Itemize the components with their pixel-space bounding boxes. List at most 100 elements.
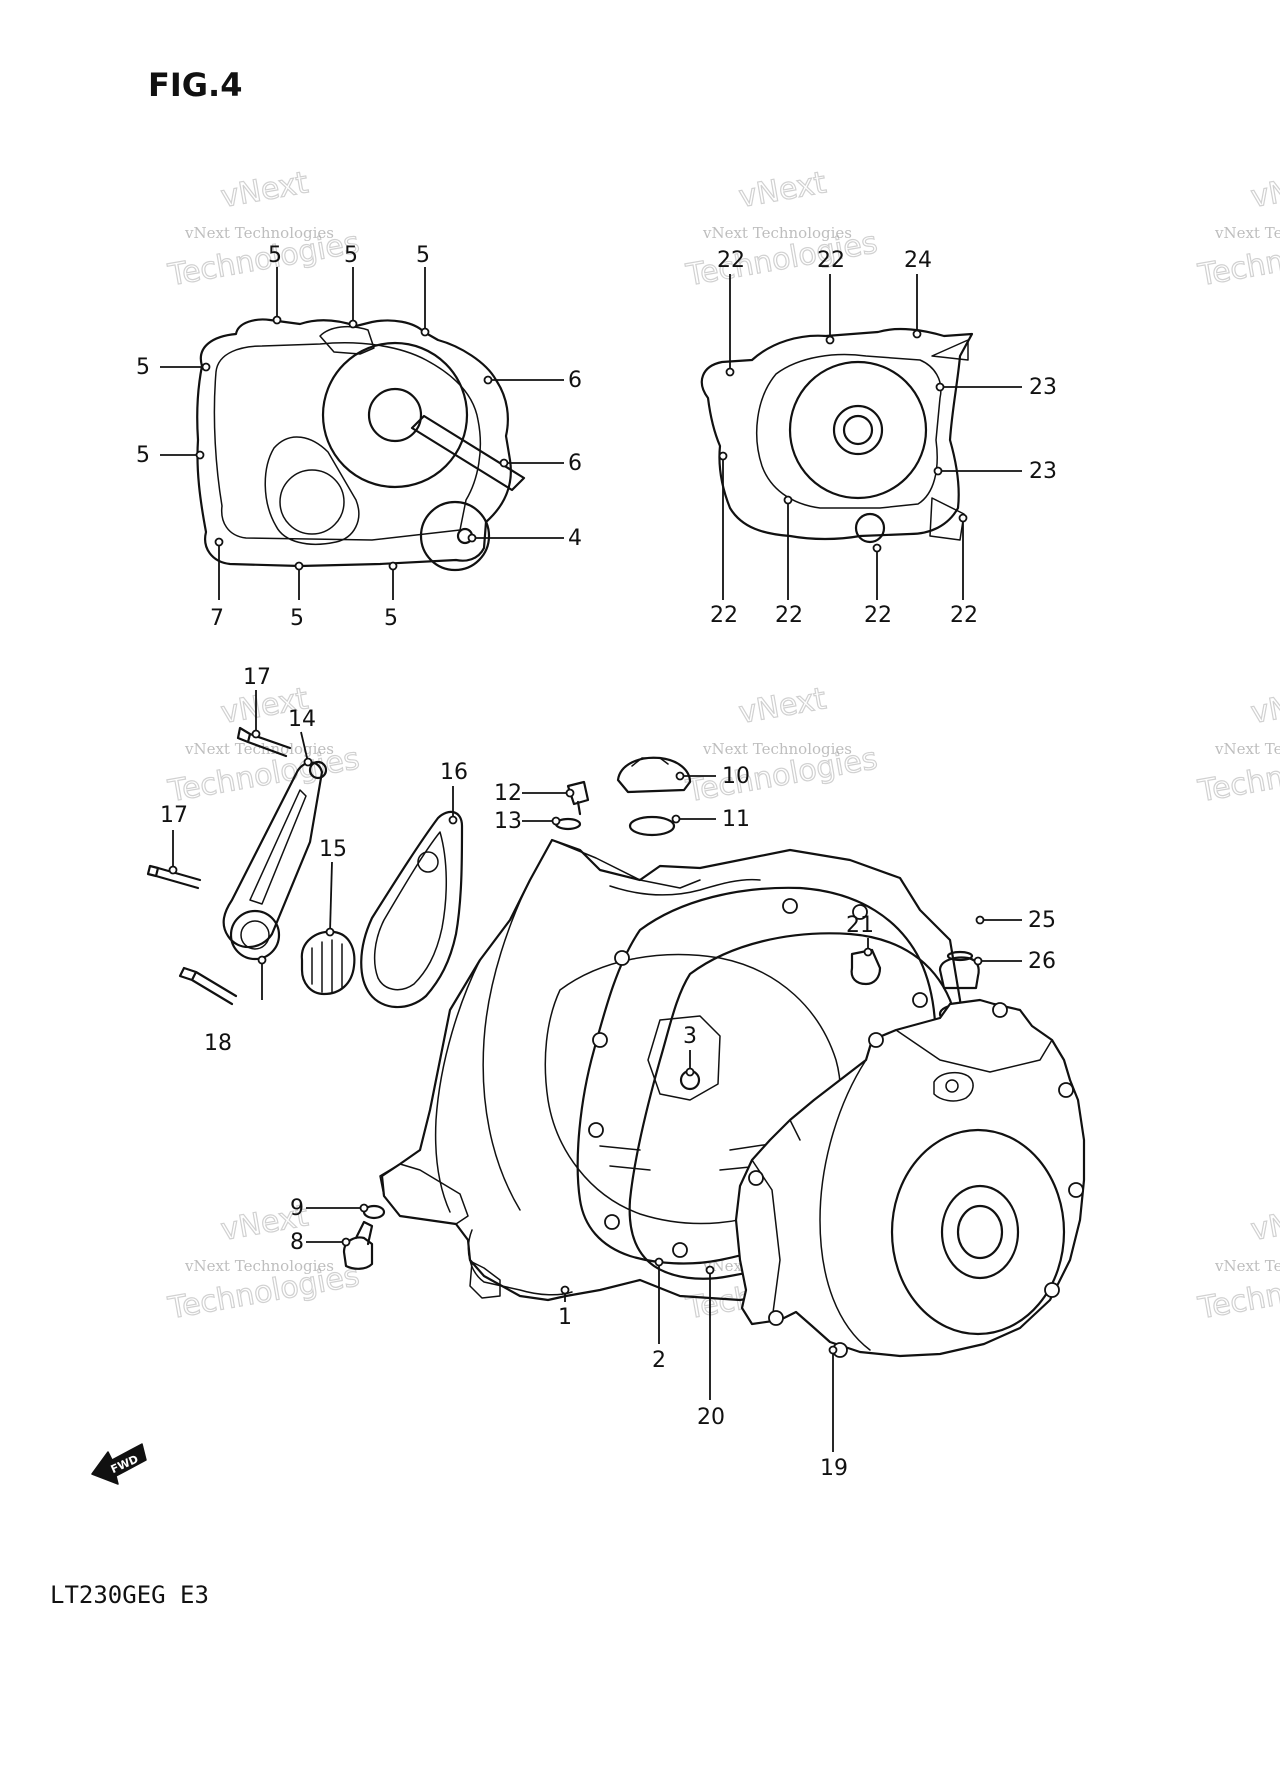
crankcase-1-mount [379, 1163, 469, 1225]
watermark-line2: vNext Technologies [184, 1257, 334, 1275]
leader-anchor-2 [654, 1257, 664, 1267]
callout-14: 14 [288, 707, 316, 732]
leader-anchor-7 [214, 537, 224, 547]
watermark-line2: vNext Technologies [1214, 224, 1280, 242]
callout-22b: 22 [817, 248, 845, 273]
leader-anchor-13 [551, 816, 561, 826]
callout-26: 26 [1028, 949, 1056, 974]
leader-lines [160, 267, 1022, 1452]
cover-bolt-hole [1068, 1182, 1084, 1198]
release-arm [410, 414, 526, 492]
callout-5f: 5 [290, 606, 304, 631]
watermark-line2: vNext Technologies [184, 224, 334, 242]
generator-stator-ring [788, 360, 928, 500]
leader-anchor-9 [359, 1203, 369, 1213]
generator-cover-tab [929, 497, 965, 541]
callout-22a: 22 [717, 248, 745, 273]
callout-4: 4 [568, 526, 582, 551]
callout-13: 13 [494, 809, 522, 834]
generator-cover-inner [755, 353, 942, 509]
callout-6b: 6 [568, 451, 582, 476]
watermark-line1: vNext [736, 165, 829, 215]
crankcase-1-dowel-area [647, 1015, 721, 1101]
oil-filter-ring [279, 469, 345, 535]
cover-bolt-hole [768, 1310, 784, 1326]
hardware-12-13 [554, 780, 590, 831]
callout-5e: 5 [136, 443, 150, 468]
oil-filler-cap-10-top [631, 757, 669, 767]
crankcase-cover-19-side [819, 1059, 871, 1351]
watermark: vNext vNext Technologies Technologies [683, 165, 881, 294]
fwd-arrow: FWD [91, 1443, 147, 1485]
callout-1: 1 [558, 1305, 572, 1330]
clutch-hub [367, 387, 423, 443]
callout-5a: 5 [268, 243, 282, 268]
leader-line-14 [300, 731, 309, 763]
generator-seal-inner [842, 414, 874, 446]
cover-bolt-hole [868, 1032, 884, 1048]
clutch-cover-inner-outline [213, 342, 482, 541]
release-arm-slot [249, 789, 307, 905]
clutch-cover-outline [196, 318, 512, 568]
callout-2: 2 [652, 1348, 666, 1373]
crankcase-cover-19-outline [734, 998, 1086, 1358]
watermark: vNext vNext Technologies Technologies [165, 681, 363, 810]
gasket-hole [604, 1214, 620, 1230]
cover-bolt-hole [1044, 1282, 1060, 1298]
leader-anchor-22b [825, 335, 835, 345]
watermark: vNext vNext Technologies Technologies [1195, 681, 1280, 810]
leader-anchor-24 [912, 329, 922, 339]
watermark-line2: vNext Technologies [702, 224, 852, 242]
watermark-line2: vNext Technologies [702, 740, 852, 758]
gasket-16-inner [373, 831, 447, 991]
leader-anchor-8 [341, 1237, 351, 1247]
clutch-housing-ring [321, 341, 469, 489]
leader-anchor-17a [251, 729, 261, 739]
callout-23a: 23 [1029, 375, 1057, 400]
callout-12: 12 [494, 781, 522, 806]
callout-6a: 6 [568, 368, 582, 393]
callout-16: 16 [440, 760, 468, 785]
gasket-hole [592, 1032, 608, 1048]
crankcase-1-rib [609, 878, 761, 896]
callout-10: 10 [722, 764, 750, 789]
leader-anchor-11 [671, 814, 681, 824]
leader-anchor-22d [783, 495, 793, 505]
watermark-line1: vNext [1248, 1198, 1280, 1248]
watermark: vNext vNext Technologies Technologies [165, 1198, 363, 1327]
watermark-line2: vNext Technologies [1214, 740, 1280, 758]
callout-5d: 5 [136, 355, 150, 380]
callout-5b: 5 [344, 243, 358, 268]
gasket-16 [360, 810, 464, 1009]
leader-anchor-6a [483, 375, 493, 385]
callout-22f: 22 [950, 603, 978, 628]
leader-anchor-23a [935, 382, 945, 392]
callout-25: 25 [1028, 908, 1056, 933]
leader-anchor-5g [388, 561, 398, 571]
crankcase-1-front [434, 959, 481, 1213]
leader-anchor-26 [973, 956, 983, 966]
leader-anchor-18 [257, 955, 267, 965]
crankcase-1-lower-flange [467, 1229, 573, 1296]
leader-anchor-14 [303, 757, 313, 767]
fwd-arrow-shape [91, 1443, 147, 1485]
gasket-hole [588, 1122, 604, 1138]
crankcase-cover-19 [734, 998, 1086, 1358]
leader-anchor-16 [448, 815, 458, 825]
leader-anchor-5f [294, 561, 304, 571]
leader-anchor-10 [675, 771, 685, 781]
leader-anchor-22f [958, 513, 968, 523]
gasket-16-hole [417, 851, 439, 873]
callout-17b: 17 [160, 803, 188, 828]
crankcase-1-top-edge [551, 839, 701, 889]
watermark-line1: vNext [1248, 165, 1280, 215]
callout-3: 3 [683, 1024, 697, 1049]
leader-anchor-22a [725, 367, 735, 377]
callout-21: 21 [846, 913, 874, 938]
callout-22c: 22 [710, 603, 738, 628]
watermark: vNext vNext Technologies Technologies [165, 165, 363, 294]
callout-19: 19 [820, 1456, 848, 1481]
callout-9: 9 [290, 1196, 304, 1221]
cover-bolt-hole [748, 1170, 764, 1186]
drain-plug-25 [938, 956, 980, 990]
